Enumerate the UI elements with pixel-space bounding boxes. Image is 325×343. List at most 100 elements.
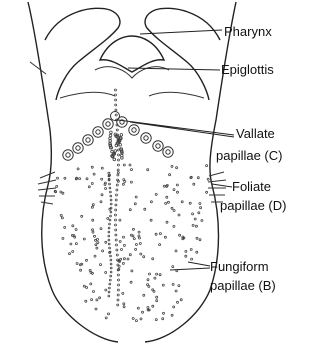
- midline-dot: [115, 89, 117, 91]
- fungiform-dot: [60, 191, 62, 193]
- fungiform-dot: [123, 164, 125, 166]
- midline-dot: [109, 287, 111, 289]
- fungiform-dot: [107, 217, 109, 219]
- fungiform-dot: [88, 186, 90, 188]
- foramen-cecum: [109, 131, 124, 161]
- vallate-papilla: [111, 112, 120, 121]
- fungiform-dot: [123, 236, 125, 238]
- fungiform-dot: [135, 244, 137, 246]
- fungiform-dot: [171, 207, 173, 209]
- fungiform-dot: [105, 188, 107, 190]
- fungiform-dot: [60, 214, 62, 216]
- fungiform-dot: [122, 262, 124, 264]
- fungiform-dot: [171, 165, 173, 167]
- midline-dot: [117, 149, 119, 151]
- fungiform-dot: [197, 177, 199, 179]
- fungiform-dot: [81, 215, 83, 217]
- foliate-leader: [212, 184, 232, 187]
- fungiform-dot: [138, 231, 140, 233]
- fungiform-dot: [122, 292, 124, 294]
- fungiform-dot: [156, 300, 158, 302]
- fungiform-dot: [102, 250, 104, 252]
- midline-dot: [117, 169, 119, 171]
- midline-dot: [115, 214, 117, 216]
- midline-dot: [110, 263, 112, 265]
- fungiform-dot: [117, 172, 119, 174]
- midline-dot: [109, 279, 111, 281]
- fungiform-dot: [200, 207, 202, 209]
- fungiform-dot: [89, 269, 91, 271]
- fungiform-dot: [172, 283, 174, 285]
- midline-dot: [118, 284, 120, 286]
- fungiform-dot: [95, 308, 97, 310]
- fungiform-dot: [175, 290, 177, 292]
- fungiform-dot: [199, 239, 201, 241]
- fungiform-dot: [192, 213, 194, 215]
- fungiform-dot: [173, 225, 175, 227]
- fungiform-dot: [123, 244, 125, 246]
- midline-dot: [115, 109, 117, 111]
- fungiform-dot: [155, 193, 157, 195]
- fungiform-dot: [144, 208, 146, 210]
- fungiform-dot: [159, 233, 161, 235]
- fungiform-dot: [64, 226, 66, 228]
- median-sulcus: [108, 89, 120, 306]
- fungiform-dot: [109, 208, 111, 210]
- fungiform-dot: [122, 183, 124, 185]
- midline-dot: [116, 244, 118, 246]
- left-side-line: [30, 62, 46, 74]
- fungiform-dot: [91, 206, 93, 208]
- foramen-dot: [121, 157, 124, 160]
- midline-dot: [115, 199, 117, 201]
- fungiform-dot: [169, 174, 171, 176]
- midline-dot: [117, 304, 119, 306]
- midline-dot: [108, 291, 110, 293]
- fungiform-dot: [95, 244, 97, 246]
- midline-dot: [109, 247, 111, 249]
- midline-dot: [109, 223, 111, 225]
- fungiform-dot: [91, 183, 93, 185]
- fungiform-dot: [108, 172, 110, 174]
- fungiform-dot: [172, 266, 174, 268]
- fungiform-dot: [132, 318, 134, 320]
- fungiform-dot: [201, 220, 203, 222]
- foramen-dot: [114, 150, 117, 153]
- fungiform-dot: [131, 270, 133, 272]
- fungiform-dot: [155, 319, 157, 321]
- fungiform-dot: [155, 233, 157, 235]
- fungiform-dot: [105, 272, 107, 274]
- fungiform-dot: [91, 272, 93, 274]
- fungiform-dot: [108, 313, 110, 315]
- midline-dot: [109, 283, 111, 285]
- fungiform-dot: [81, 263, 83, 265]
- label-fungiform-line1: Fungiform: [210, 259, 269, 274]
- midline-dot: [118, 154, 120, 156]
- midline-dot: [118, 159, 120, 161]
- fungiform-dot: [105, 289, 107, 291]
- fungiform-dot: [101, 178, 103, 180]
- fungiform-dot: [123, 258, 125, 260]
- fungiform-dot: [173, 306, 175, 308]
- fungiform-dot: [96, 247, 98, 249]
- fungiform-dot: [178, 214, 180, 216]
- fungiform-dot: [185, 255, 187, 257]
- fungiform-dot: [190, 249, 192, 251]
- midline-dot: [108, 243, 110, 245]
- fungiform-dot: [99, 297, 101, 299]
- fungiform-dot: [147, 307, 149, 309]
- vallate-papilla: [63, 150, 73, 160]
- midline-dot: [109, 187, 111, 189]
- vallate-papilla: [129, 125, 139, 135]
- tongue-outline: [28, 2, 236, 342]
- pharynx-outline: [45, 8, 220, 100]
- fungiform-dot: [192, 224, 194, 226]
- fungiform-dot: [193, 183, 195, 185]
- fungiform-dot: [94, 235, 96, 237]
- fungiform-dot: [97, 238, 99, 240]
- fungiform-dot: [75, 229, 77, 231]
- midline-dot: [110, 199, 112, 201]
- fungiform-dot: [101, 167, 103, 169]
- fungiform-dot: [64, 177, 66, 179]
- fungiform-dot: [162, 318, 164, 320]
